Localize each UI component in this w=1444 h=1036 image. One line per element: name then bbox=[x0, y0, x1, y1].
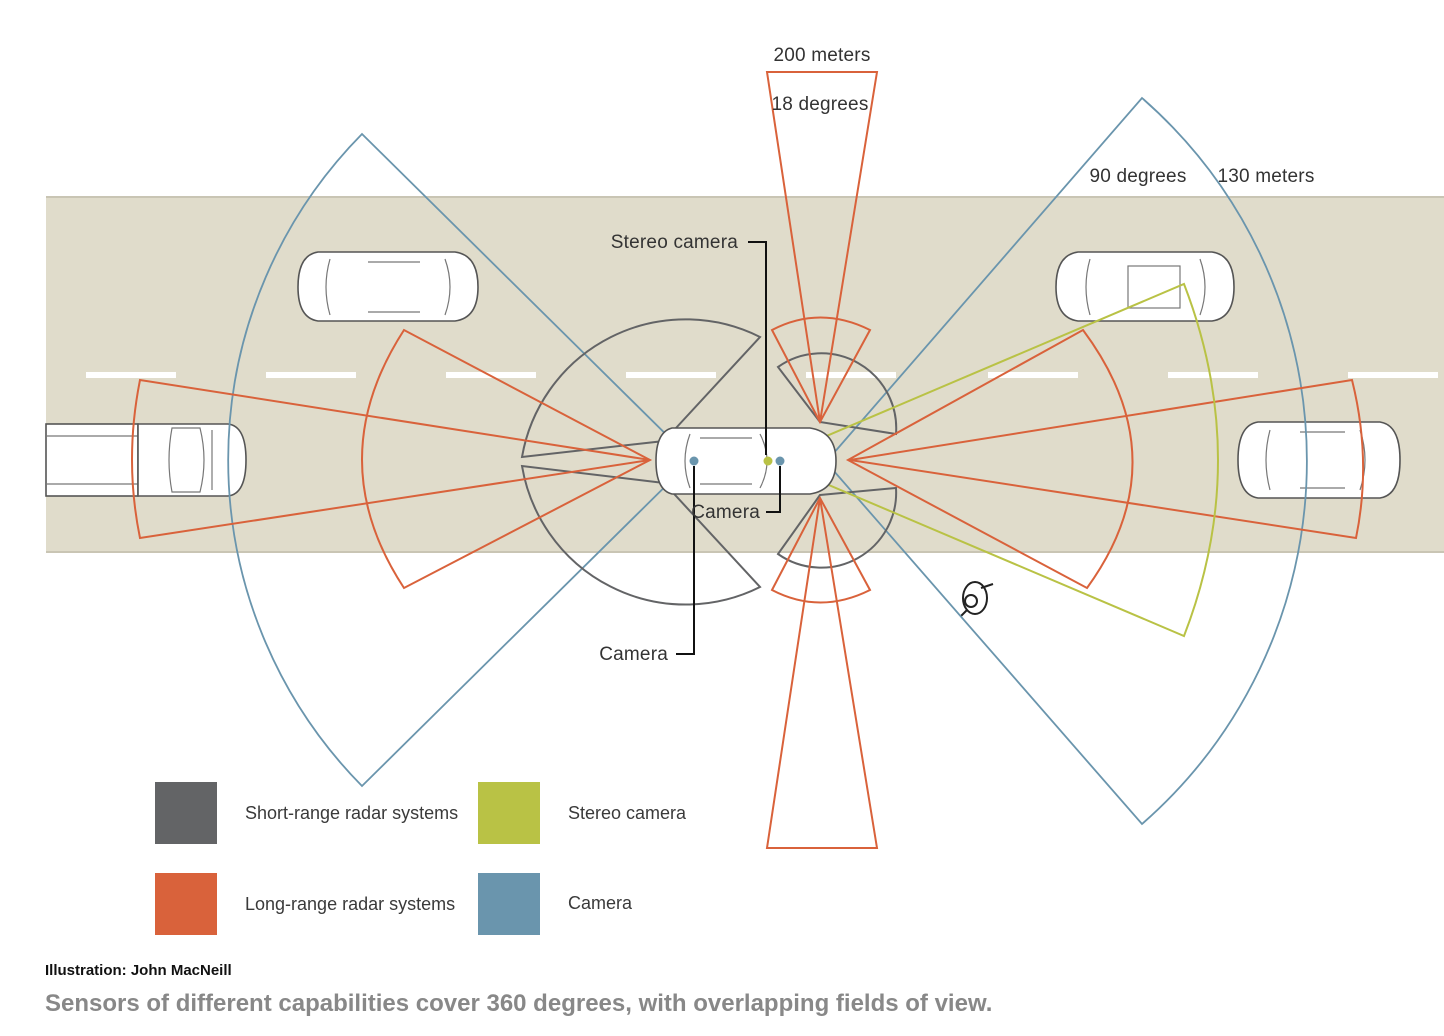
truck-left bbox=[45, 423, 247, 497]
radar-rear-left-narrow bbox=[131, 378, 651, 540]
long-range-angle-label: 18 degrees bbox=[771, 94, 868, 115]
camera-fov-front bbox=[824, 96, 1308, 826]
front-camera-callout: Camera bbox=[691, 502, 760, 523]
stereo-camera-callout: Stereo camera bbox=[611, 232, 738, 253]
radar-front-corner-bottom bbox=[770, 495, 872, 604]
legend-item-stereo-camera: Stereo camera bbox=[478, 782, 687, 844]
camera-coverage bbox=[227, 96, 1308, 826]
stereo-camera-coverage bbox=[767, 282, 1219, 638]
front-camera-dot bbox=[775, 456, 785, 466]
legend-item-long-range: Long-range radar systems bbox=[155, 873, 455, 935]
radar-front-right-wide bbox=[845, 328, 1134, 590]
legend-swatch-short-range bbox=[155, 782, 217, 844]
short-range-radar-coverage bbox=[520, 318, 898, 606]
ego-vehicle bbox=[655, 427, 837, 495]
legend-item-camera: Camera bbox=[478, 873, 633, 935]
long-range-distance-label: 200 meters bbox=[773, 45, 870, 66]
sensor-coverage-diagram: 200 meters 18 degrees 90 degrees 130 met… bbox=[45, 45, 1444, 935]
short-range-front-bottom bbox=[776, 486, 898, 569]
legend-swatch-stereo-camera bbox=[478, 782, 540, 844]
callout-lines bbox=[676, 241, 781, 655]
legend: Short-range radar systems Long-range rad… bbox=[155, 782, 687, 935]
long-range-forward-bottom bbox=[765, 497, 879, 849]
camera-fov-rear bbox=[227, 132, 694, 788]
stereo-camera-dot bbox=[763, 456, 773, 466]
stereo-camera-leader bbox=[748, 241, 767, 455]
camera-distance-label: 130 meters bbox=[1217, 166, 1314, 187]
short-range-rear-top bbox=[520, 318, 762, 459]
road bbox=[46, 196, 1444, 553]
rear-camera-dot bbox=[689, 456, 699, 466]
radar-rear-left-wide bbox=[361, 328, 653, 590]
legend-swatch-camera bbox=[478, 873, 540, 935]
short-range-front-top bbox=[776, 352, 898, 436]
pedestrian bbox=[960, 581, 994, 617]
rear-camera-leader bbox=[676, 466, 695, 655]
legend-item-short-range: Short-range radar systems bbox=[155, 782, 458, 844]
short-range-rear-bottom bbox=[520, 464, 762, 606]
radar-front-corner-top bbox=[770, 316, 872, 425]
figure-caption: Sensors of different capabilities cover … bbox=[45, 990, 993, 1017]
radar-front-right-narrow bbox=[849, 378, 1365, 540]
legend-label-stereo-camera: Stereo camera bbox=[568, 803, 687, 823]
legend-label-camera: Camera bbox=[568, 893, 633, 913]
front-camera-leader bbox=[766, 466, 781, 513]
car-top-left bbox=[297, 251, 479, 322]
legend-swatch-long-range bbox=[155, 873, 217, 935]
car-front-right bbox=[1237, 421, 1401, 499]
long-range-radar-coverage bbox=[131, 71, 1365, 849]
camera-angle-label: 90 degrees bbox=[1089, 166, 1186, 187]
car-top-right bbox=[1055, 251, 1235, 322]
illustration-credit: Illustration: John MacNeill bbox=[45, 962, 232, 979]
legend-label-short-range: Short-range radar systems bbox=[245, 803, 458, 823]
long-range-forward-top bbox=[765, 71, 879, 423]
rear-camera-callout: Camera bbox=[599, 644, 668, 665]
legend-label-long-range: Long-range radar systems bbox=[245, 894, 455, 914]
